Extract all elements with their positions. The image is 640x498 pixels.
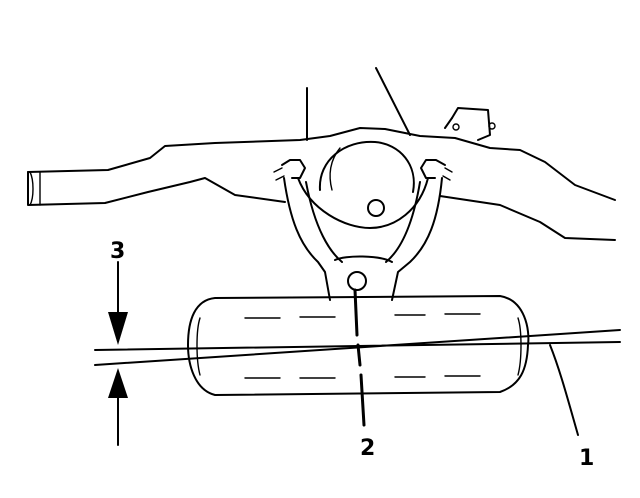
tire bbox=[187, 295, 530, 396]
frame-rail bbox=[27, 127, 616, 241]
callout-1: 1 bbox=[579, 446, 594, 471]
leader-1 bbox=[549, 344, 579, 436]
centerline bbox=[353, 288, 366, 427]
crossmember bbox=[273, 159, 453, 301]
frame-bracket bbox=[444, 107, 496, 141]
mount-hole bbox=[347, 271, 367, 291]
callout-2: 2 bbox=[360, 436, 375, 461]
callout-3: 3 bbox=[110, 239, 125, 264]
dimension-arrows bbox=[108, 261, 128, 446]
top-leader-line bbox=[375, 67, 411, 136]
differential-housing bbox=[318, 140, 415, 217]
bolt-hole bbox=[367, 199, 385, 217]
